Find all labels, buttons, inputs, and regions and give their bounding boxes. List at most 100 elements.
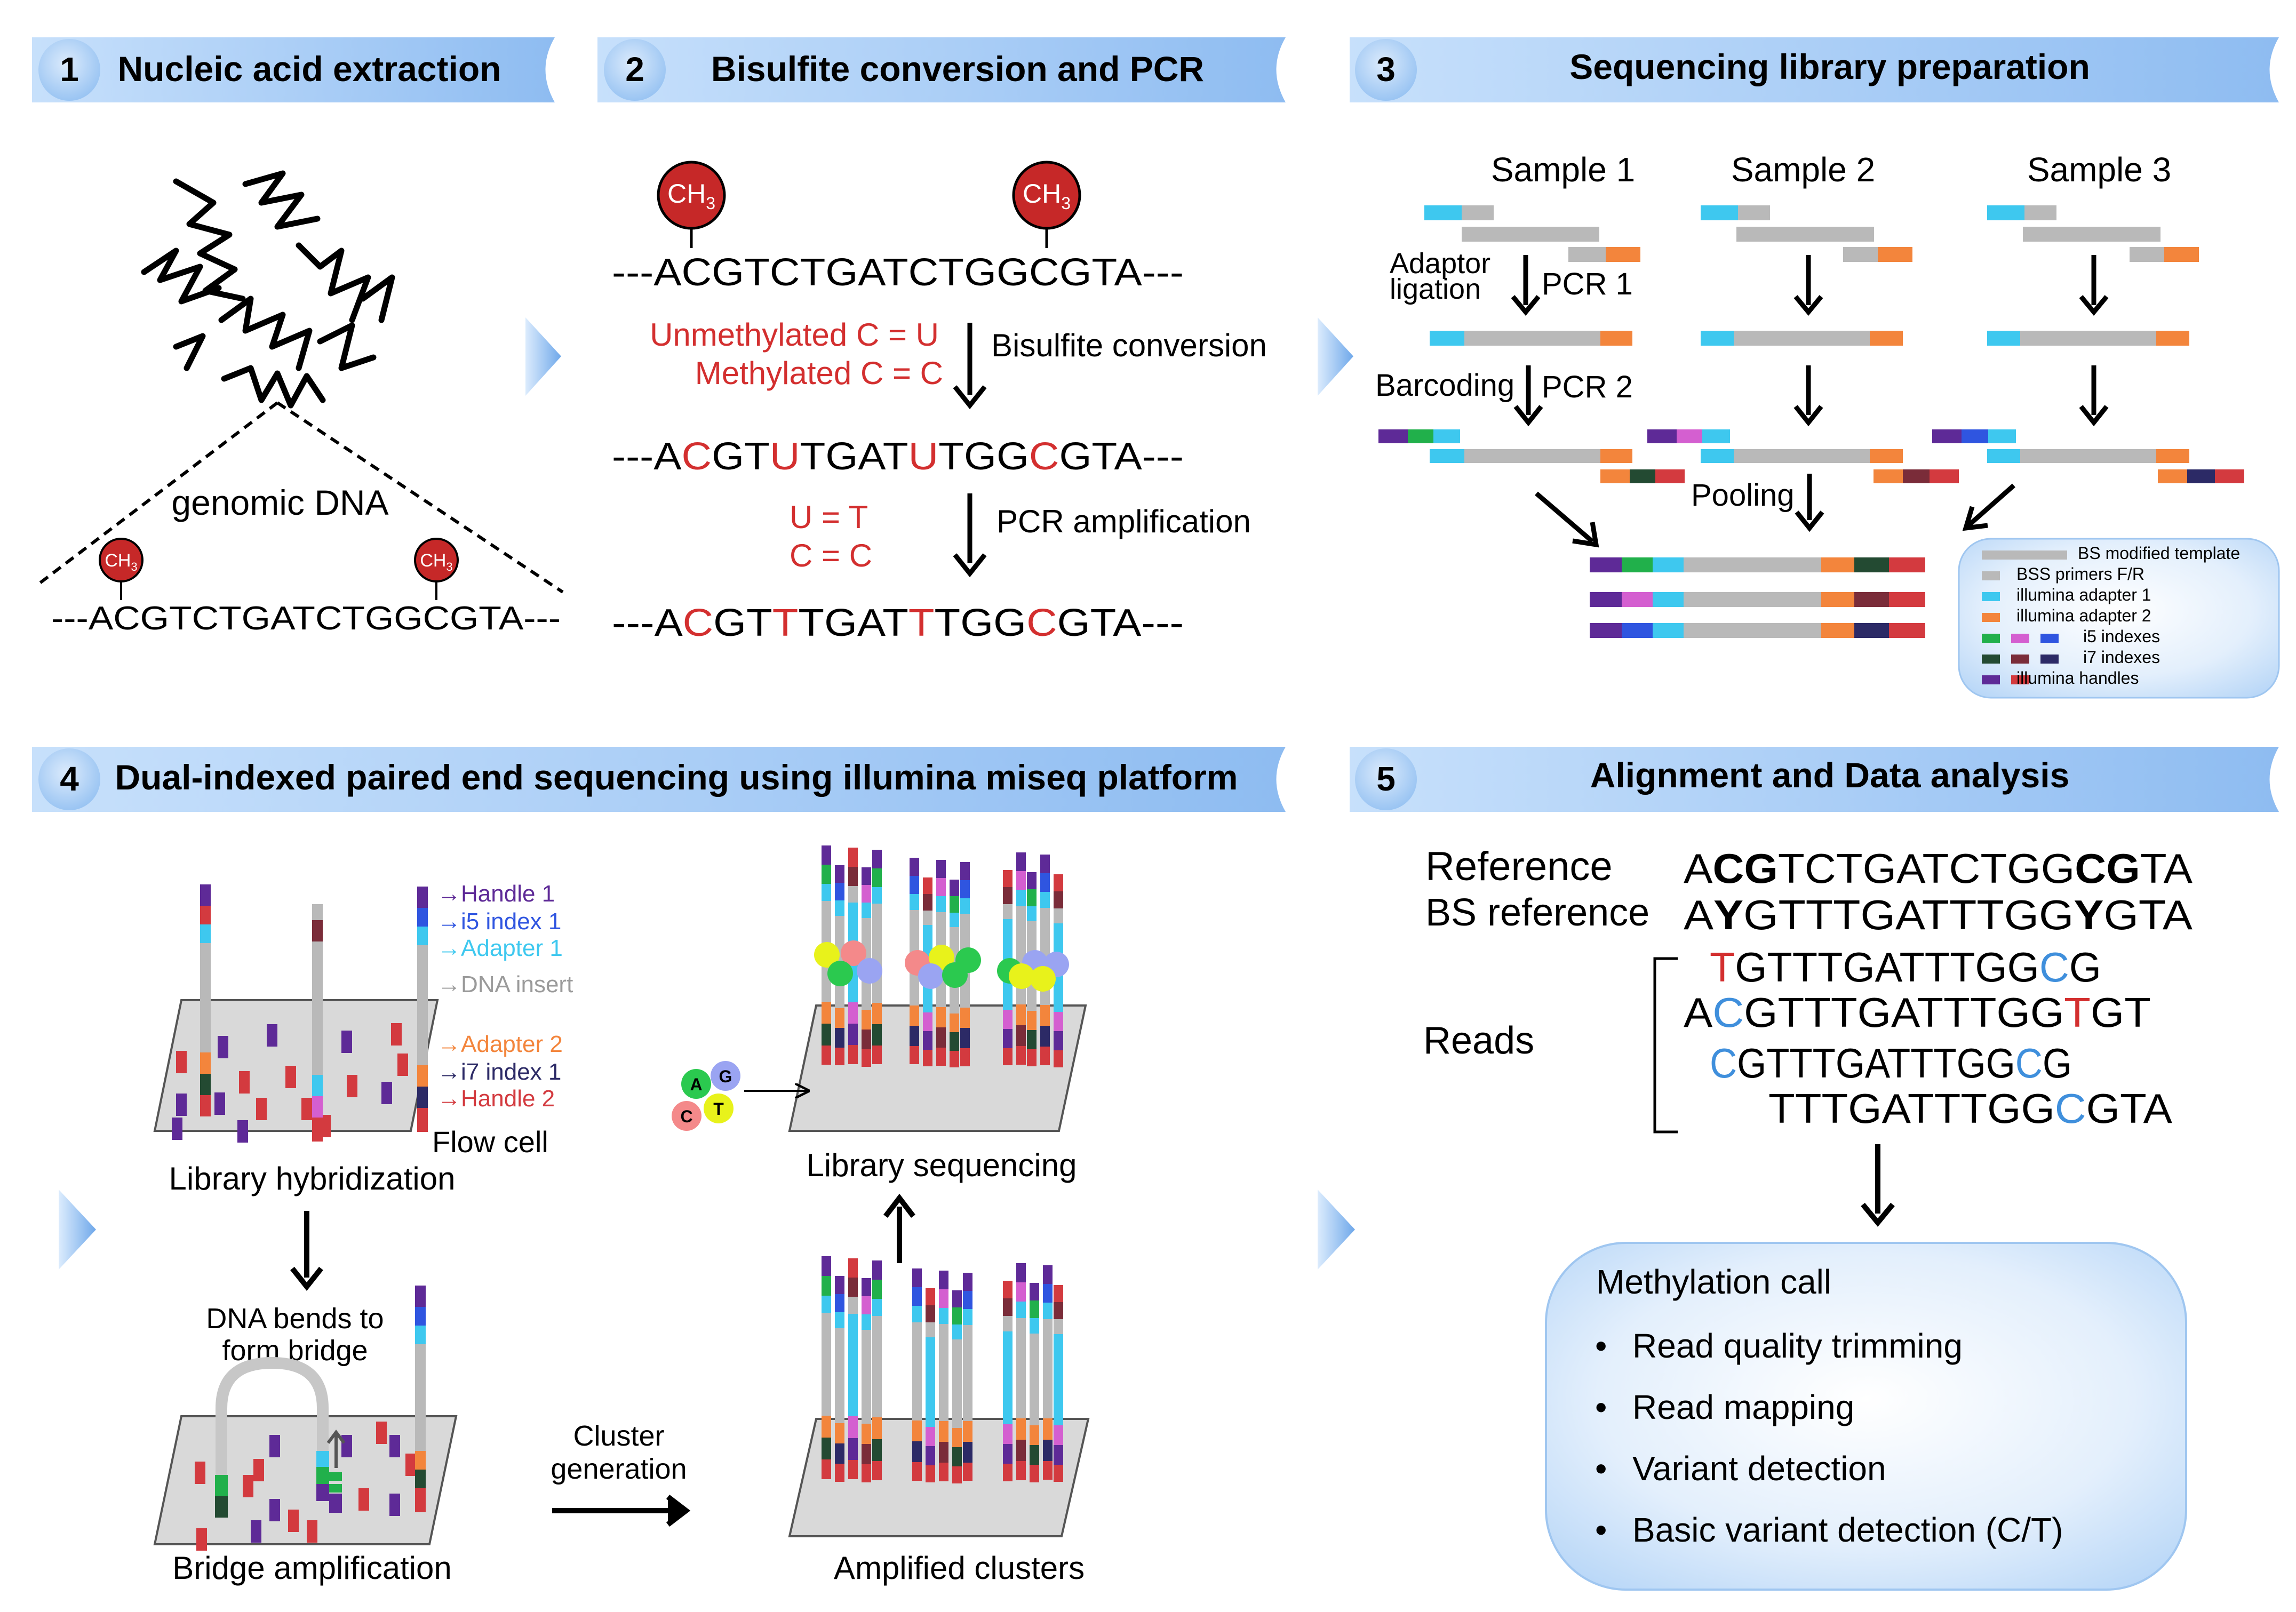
strand-segment (200, 1095, 211, 1116)
legend-swatch (2011, 634, 2029, 643)
strand-segment (872, 1299, 882, 1316)
strand-segment (848, 867, 858, 886)
strand-segment (415, 1326, 426, 1344)
strand-labels: →Handle 1 →i5 index 1 →Adapter 1 →DNA in… (437, 881, 573, 1112)
strand-segment (950, 1032, 959, 1051)
sequence-segment: C (1029, 435, 1059, 478)
strand-segment (415, 1344, 426, 1451)
svg-text:C: C (680, 1107, 692, 1126)
surface-oligo (176, 1094, 187, 1116)
strand-segment (939, 1421, 948, 1442)
strand-segment (835, 883, 844, 900)
sequence-segment: A (1684, 891, 1713, 938)
library-sequencing-label: Library sequencing (807, 1147, 1077, 1183)
strand-segment (862, 867, 871, 885)
strand-segment (835, 900, 844, 916)
strand-segment (835, 1294, 844, 1312)
down-arrow-icon (1861, 1144, 1895, 1227)
sequence-segment: C (682, 435, 712, 478)
strand-segment (872, 1461, 882, 1480)
panel-title: Nucleic acid extraction (118, 49, 501, 89)
nucleotide-ball (814, 942, 840, 968)
strand-segment (200, 1074, 211, 1095)
strand-segment (1040, 855, 1050, 873)
legend-label: illumina handles (2016, 668, 2139, 688)
strand-segment (848, 1045, 858, 1064)
surface-oligo (391, 1023, 402, 1046)
strand-segment (862, 1296, 871, 1314)
nucleotide-ball (1009, 963, 1034, 989)
strand-segment (1016, 1461, 1026, 1480)
surface-oligo (253, 1459, 264, 1481)
flow-arrow-icon (1318, 317, 1353, 396)
bisulfite-label: Bisulfite conversion (991, 328, 1267, 363)
strand-segment (950, 1014, 959, 1032)
strand-segment (926, 1288, 935, 1305)
strand-segment (835, 1423, 844, 1443)
strand-segment (923, 1031, 932, 1050)
svg-text:→i7 index 1: →i7 index 1 (437, 1059, 561, 1085)
sequence-segment: T (1710, 944, 1735, 991)
sequence-segment: TGAT (798, 602, 908, 644)
strand-segment (1003, 887, 1013, 904)
legend-swatch (1982, 550, 2067, 560)
strand-segment (862, 1424, 871, 1444)
strand-segment (936, 896, 946, 912)
surface-oligo (214, 1092, 225, 1115)
panel-title: Dual-indexed paired end sequencing using… (115, 757, 1238, 797)
strand-segment (200, 1052, 211, 1074)
strand-segment (848, 1314, 858, 1416)
strand-segment (926, 1337, 935, 1427)
sequence-segment: C (1710, 1040, 1737, 1087)
panel-1: genomic DNA CH3 CH3 ---ACGTCTGATCTGGCGTA… (37, 170, 564, 637)
sequence-segment: GTA--- (1057, 602, 1184, 644)
strand-segment (960, 1048, 970, 1066)
panel-3: Sample 1 Sample 2 Sample 3 (1375, 150, 2280, 699)
strand-segment (1030, 1445, 1039, 1465)
strand-segment (1003, 1010, 1013, 1029)
surface-oligo (397, 1054, 408, 1076)
cluster-label-2: generation (551, 1453, 687, 1485)
pooled-library (1590, 557, 1925, 638)
strand-segment (1054, 874, 1063, 891)
strand-segment (835, 1028, 844, 1048)
sequence-segment: TA (2140, 845, 2193, 892)
strand-segment (822, 1296, 831, 1313)
unmethylated-rule: Unmethylated C = U (650, 317, 939, 353)
strand-segment (848, 848, 858, 867)
strand-segment (1003, 1444, 1013, 1464)
svg-text:→Adapter 2: →Adapter 2 (437, 1031, 563, 1057)
strand-segment (1003, 904, 1013, 919)
strand-segment (417, 1108, 428, 1132)
svg-text:CH3: CH3 (667, 179, 715, 213)
surface-oligo (196, 1528, 207, 1551)
legend-label: i7 indexes (2083, 648, 2160, 667)
methyl-marker: CH3 (99, 538, 144, 600)
surface-oligo (341, 1031, 352, 1053)
strand-segment (1016, 1263, 1026, 1282)
surface-oligo (269, 1435, 280, 1457)
strand-segment (910, 1005, 919, 1026)
strand-segment (912, 1421, 922, 1441)
sample-2-label: Sample 2 (1731, 150, 1875, 189)
methylation-call-title: Methylation call (1596, 1263, 1831, 1301)
strand-segment (417, 1065, 428, 1087)
legend-swatch (2011, 675, 2029, 684)
surface-oligos (172, 1023, 408, 1143)
strand-segment (822, 845, 831, 865)
sequence-segment: GTTTGATTTGG (1744, 989, 2064, 1036)
strand-segment (415, 1470, 426, 1488)
strand-segment (822, 1459, 831, 1479)
nucleotide-group: A G C T (672, 1061, 808, 1131)
sequence-segment: ---A (612, 435, 682, 478)
strand-segment (1054, 1302, 1063, 1319)
panel-4: →Handle 1 →i5 index 1 →Adapter 1 →DNA in… (153, 845, 1090, 1586)
cluster-label-1: Cluster (573, 1420, 664, 1452)
strand-segment (862, 1278, 871, 1296)
strand-segment (912, 1441, 922, 1462)
strand-segment (1027, 889, 1037, 906)
